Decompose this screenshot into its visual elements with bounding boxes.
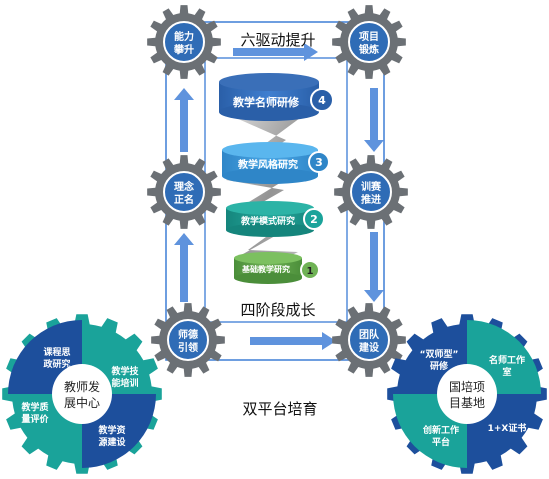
stage-1-number: 1 bbox=[307, 266, 314, 277]
top-title: 六驱动提升 bbox=[240, 31, 315, 49]
right-seg-1-line1: “双师型” bbox=[420, 348, 459, 360]
gear-project-line1: 项目 bbox=[359, 31, 379, 43]
gear-ethics: 师德 引领 bbox=[151, 303, 225, 377]
bottom-title: 双平台培育 bbox=[242, 400, 317, 418]
left-seg-2-line2: 能培训 bbox=[111, 377, 138, 389]
left-seg-1-line2: 政研究 bbox=[43, 358, 70, 370]
stage-4-label: 教学名师研修 bbox=[232, 95, 300, 109]
arrow-right-bottom bbox=[250, 332, 336, 350]
gear-ethics-line1: 师德 bbox=[178, 328, 198, 341]
stage-2-number: 2 bbox=[310, 213, 318, 226]
left-seg-3-line2: 源建设 bbox=[98, 436, 126, 448]
gear-team-line2: 建设 bbox=[358, 341, 379, 354]
right-seg-4-line1: 创新工作 bbox=[422, 424, 459, 436]
gear-team: 团队 建设 bbox=[332, 303, 406, 377]
gear-concept: 理念 正名 bbox=[147, 155, 221, 229]
left-seg-4-line1: 教学质 bbox=[20, 401, 48, 413]
left-seg-1-line1: 课程思 bbox=[43, 346, 70, 358]
stage-3-disc: 教学风格研究 3 bbox=[222, 142, 330, 184]
stage-2-label: 教学模式研究 bbox=[240, 215, 295, 227]
left-seg-2-line1: 教学技 bbox=[110, 365, 139, 377]
left-seg-3-line1: 教学资 bbox=[97, 424, 125, 436]
stage-4-number: 4 bbox=[318, 94, 326, 107]
gear-competition: 训赛 推进 bbox=[334, 155, 408, 229]
stage-4-disc: 教学名师研修 4 bbox=[219, 73, 334, 121]
gear-competition-line2: 推进 bbox=[361, 193, 381, 206]
flow-arrows bbox=[174, 43, 384, 350]
arrow-down-lower bbox=[364, 232, 384, 302]
staircase-swoosh bbox=[226, 118, 314, 268]
arrow-down-upper bbox=[364, 88, 384, 152]
stage-1-disc: 基础教学研究 1 bbox=[234, 252, 320, 284]
stage-3-label: 教学风格研究 bbox=[237, 158, 298, 171]
right-platform: 国培项 目基地 “双师型” 研修 名师工作 室 1+X证书 创新工作 平台 bbox=[387, 314, 547, 474]
stage-3-number: 3 bbox=[315, 156, 323, 169]
gear-ability-line2: 攀升 bbox=[173, 43, 194, 56]
right-center-line2: 目基地 bbox=[449, 396, 485, 410]
left-center-line2: 展中心 bbox=[64, 395, 100, 410]
gear-concept-line2: 正名 bbox=[174, 193, 194, 206]
stage-2-disc: 教学模式研究 2 bbox=[226, 201, 325, 237]
gear-ability-line1: 能力 bbox=[174, 30, 194, 43]
arrow-up-upper bbox=[174, 88, 194, 152]
gear-competition-line1: 训赛 bbox=[361, 180, 382, 193]
stage-1-label: 基础教学研究 bbox=[241, 264, 290, 274]
right-seg-2-line2: 室 bbox=[502, 366, 511, 378]
gear-project: 项目 锻炼 bbox=[332, 5, 406, 79]
right-seg-2-line1: 名师工作 bbox=[489, 354, 525, 366]
arrow-right-top bbox=[233, 43, 318, 61]
arrow-up-lower bbox=[174, 233, 194, 302]
left-seg-4-line2: 量评价 bbox=[21, 413, 49, 425]
right-seg-1-line2: 研修 bbox=[430, 360, 449, 372]
middle-title: 四阶段成长 bbox=[240, 301, 315, 319]
left-platform: 教师发 展中心 课程思 政研究 教学技 能培训 教学资 源建设 教学质 量评价 bbox=[2, 314, 162, 474]
gear-ability: 能力 攀升 bbox=[147, 5, 221, 79]
right-seg-3-line1: 1+X证书 bbox=[488, 422, 527, 434]
left-center-line1: 教师发 bbox=[64, 379, 100, 394]
gear-concept-line1: 理念 bbox=[174, 180, 194, 193]
gear-project-line2: 锻炼 bbox=[359, 43, 379, 56]
gear-ethics-line2: 引领 bbox=[178, 341, 198, 354]
right-center-line1: 国培项 bbox=[449, 379, 485, 394]
gear-team-line1: 团队 bbox=[359, 328, 380, 341]
right-seg-4-line2: 平台 bbox=[432, 436, 450, 448]
